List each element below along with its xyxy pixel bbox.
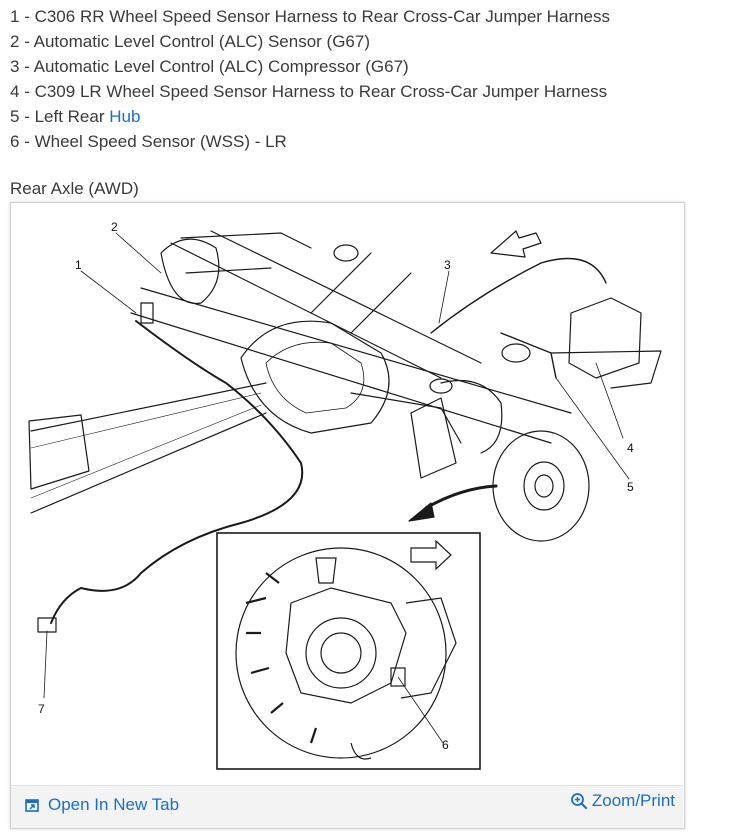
legend-list: 1 - C306 RR Wheel Speed Sensor Harness t…: [10, 4, 610, 154]
open-in-new-tab-link[interactable]: Open In New Tab: [25, 795, 179, 815]
detail-inset: [216, 532, 481, 770]
brake-rotor: [492, 430, 590, 542]
legend-text: Wheel Speed Sensor (WSS) - LR: [34, 132, 287, 151]
legend-separator: -: [19, 132, 35, 151]
subframe-rail: [130, 287, 572, 444]
open-in-new-tab-label: Open In New Tab: [48, 795, 180, 814]
open-new-tab-icon: [25, 798, 39, 812]
legend-number: 6: [10, 132, 20, 151]
diagram-caption: Rear Axle (AWD): [10, 179, 139, 198]
callout-label: 5: [627, 480, 634, 494]
shock-absorber: [410, 397, 457, 479]
alc-compressor: [568, 297, 642, 379]
curved-arrow-icon: [424, 484, 498, 510]
legend-text: C309 LR Wheel Speed Sensor Harness to Re…: [34, 82, 608, 101]
rear-axle-diagram[interactable]: 1 2 3 4 5 6 7: [11, 203, 682, 785]
air-spring: [429, 378, 453, 394]
alc-sensor: [140, 302, 154, 324]
right-knuckle: [160, 238, 220, 304]
air-spring: [333, 244, 359, 262]
zoom-print-label: Zoom/Print: [591, 791, 675, 810]
legend-item: 6 - Wheel Speed Sensor (WSS) - LR: [10, 129, 610, 154]
callout-label: 1: [75, 258, 82, 272]
legend-text: Left Rear: [34, 107, 110, 126]
callout-label: 4: [627, 441, 634, 455]
differential-housing: [240, 320, 390, 434]
legend-separator: -: [19, 57, 34, 76]
legend-number: 1: [10, 7, 20, 26]
hub-rotor-detail: [235, 547, 447, 759]
legend-number: 2: [10, 32, 20, 51]
callout-label: 3: [444, 258, 451, 272]
wheel-speed-sensor: [390, 667, 406, 687]
legend-separator: -: [19, 32, 34, 51]
zoom-print-link[interactable]: Zoom/Print: [570, 791, 675, 811]
air-spring: [501, 343, 531, 363]
legend-separator: -: [19, 82, 35, 101]
legend-item: 5 - Left Rear Hub: [10, 104, 610, 129]
callout-label: 7: [38, 702, 45, 716]
caliper-bracket: [400, 597, 457, 699]
legend-item: 3 - Automatic Level Control (ALC) Compre…: [10, 54, 610, 79]
magnifier-plus-icon: [570, 793, 587, 810]
legend-number: 5: [10, 107, 20, 126]
legend-item: 1 - C306 RR Wheel Speed Sensor Harness t…: [10, 4, 610, 29]
diagram-footer: Open In New Tab Zoom/Print: [11, 785, 683, 828]
legend-text: Automatic Level Control (ALC) Compressor…: [33, 57, 409, 76]
legend-item: 4 - C309 LR Wheel Speed Sensor Harness t…: [10, 79, 610, 104]
shaft-yoke: [28, 414, 90, 490]
legend-number: 4: [10, 82, 20, 101]
direction-arrow-icon: [490, 230, 542, 258]
legend-text: Automatic Level Control (ALC) Sensor (G6…: [33, 32, 370, 51]
wiring-harness: [430, 257, 607, 334]
direction-arrow-icon: [410, 539, 452, 571]
legend-number: 3: [10, 57, 20, 76]
wiring-harness: [50, 320, 304, 624]
legend-text: C306 RR Wheel Speed Sensor Harness to Re…: [34, 7, 610, 26]
callout-label: 2: [111, 220, 118, 234]
legend-item: 2 - Automatic Level Control (ALC) Sensor…: [10, 29, 610, 54]
drive-shaft: [30, 382, 267, 514]
legend-separator: -: [19, 7, 35, 26]
legend-separator: -: [19, 107, 35, 126]
upper-rail: [170, 230, 482, 379]
hub-link[interactable]: Hub: [109, 107, 141, 126]
callout-label: 6: [442, 738, 449, 752]
